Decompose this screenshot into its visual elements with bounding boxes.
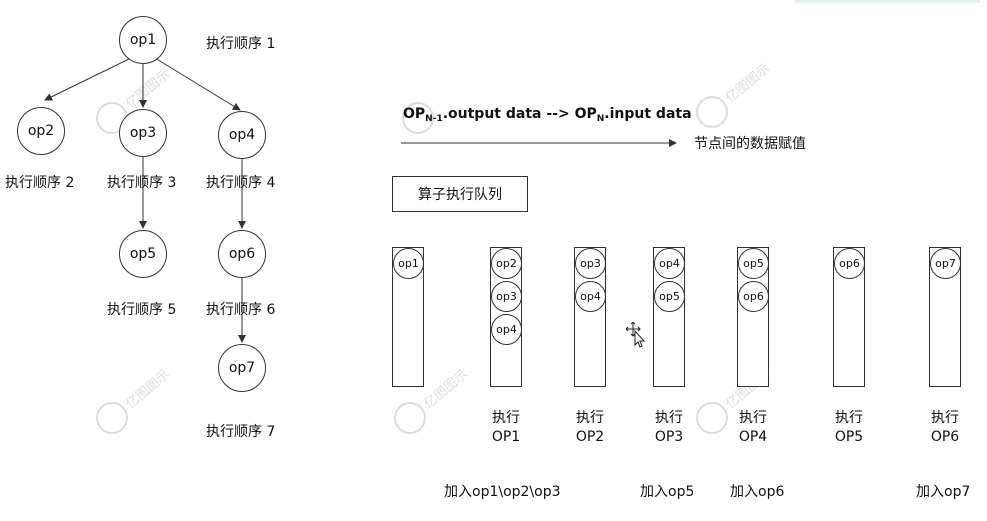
queue-item: op6 bbox=[834, 248, 865, 279]
exec-verb: 执行 bbox=[655, 410, 683, 426]
order-label-5: 执行顺序 5 bbox=[107, 302, 177, 318]
exec-op: OP6 bbox=[930, 429, 960, 445]
exec-label-op2: 执行 OP2 bbox=[560, 409, 620, 447]
tree-node-op3: op3 bbox=[119, 109, 167, 157]
watermark-logo: 亿图图示 bbox=[96, 367, 173, 434]
svg-text:亿图图示: 亿图图示 bbox=[123, 67, 172, 112]
flow-arrow-label: 节点间的数据赋值 bbox=[694, 136, 806, 152]
queue-item: op2 bbox=[491, 248, 522, 279]
queue-item: op6 bbox=[738, 281, 769, 312]
exec-verb: 执行 bbox=[931, 410, 959, 426]
exec-op: OP1 bbox=[491, 429, 521, 445]
move-cursor-icon bbox=[626, 322, 646, 348]
queue-column-4: op4 op5 bbox=[653, 247, 685, 387]
flow-right-sub: N bbox=[596, 114, 605, 124]
exec-op: OP3 bbox=[654, 429, 684, 445]
exec-op: OP5 bbox=[834, 429, 864, 445]
tree-node-op2: op2 bbox=[17, 107, 65, 155]
edge-op1-op2 bbox=[44, 57, 132, 101]
watermark-logo: 亿图图示 bbox=[696, 61, 773, 128]
exec-verb: 执行 bbox=[739, 410, 767, 426]
exec-label-op3: 执行 OP3 bbox=[639, 409, 699, 447]
svg-text:亿图图示: 亿图图示 bbox=[723, 61, 772, 106]
tree-node-op5: op5 bbox=[119, 230, 167, 278]
add-caption-4: 加入op7 bbox=[916, 484, 971, 500]
tree-node-op4: op4 bbox=[218, 111, 266, 159]
edge-op1-op4 bbox=[154, 57, 241, 111]
queue-title-box: 算子执行队列 bbox=[392, 176, 528, 212]
exec-verb: 执行 bbox=[835, 410, 863, 426]
queue-column-1: op1 bbox=[392, 247, 424, 387]
add-caption-1: 加入op1\op2\op3 bbox=[444, 484, 561, 500]
queue-item: op5 bbox=[738, 248, 769, 279]
svg-text:亿图图示: 亿图图示 bbox=[123, 367, 172, 412]
queue-item: op5 bbox=[654, 281, 685, 312]
exec-op: OP2 bbox=[575, 429, 605, 445]
order-label-1: 执行顺序 1 bbox=[206, 36, 276, 52]
queue-title: 算子执行队列 bbox=[418, 187, 502, 203]
queue-column-5: op5 op6 bbox=[737, 247, 769, 387]
data-flow-formula: OPN-1.output data --> OPN.input data bbox=[403, 106, 692, 124]
flow-left-sub: N-1 bbox=[425, 114, 443, 124]
order-label-2: 执行顺序 2 bbox=[5, 175, 75, 191]
exec-op: OP4 bbox=[738, 429, 768, 445]
exec-verb: 执行 bbox=[576, 410, 604, 426]
tree-node-op6: op6 bbox=[218, 230, 266, 278]
exec-label-op4: 执行 OP4 bbox=[723, 409, 783, 447]
order-label-7: 执行顺序 7 bbox=[206, 424, 276, 440]
flow-left-op: OP bbox=[403, 106, 426, 122]
queue-column-7: op7 bbox=[929, 247, 961, 387]
add-caption-3: 加入op6 bbox=[730, 484, 785, 500]
queue-column-2: op2 op3 op4 bbox=[490, 247, 522, 387]
exec-label-op1: 执行 OP1 bbox=[476, 409, 536, 447]
top-accent-bar bbox=[795, 0, 980, 3]
add-caption-2: 加入op5 bbox=[640, 484, 695, 500]
order-label-4: 执行顺序 4 bbox=[206, 175, 276, 191]
queue-column-6: op6 bbox=[833, 247, 865, 387]
svg-text:亿图图示: 亿图图示 bbox=[421, 367, 470, 412]
exec-label-op6: 执行 OP6 bbox=[915, 409, 975, 447]
queue-item: op7 bbox=[930, 248, 961, 279]
flow-right-text: .input data bbox=[604, 106, 692, 122]
order-label-3: 执行顺序 3 bbox=[107, 175, 177, 191]
queue-item: op4 bbox=[654, 248, 685, 279]
queue-column-3: op3 op4 bbox=[574, 247, 606, 387]
tree-node-op1: op1 bbox=[119, 16, 167, 64]
queue-item: op1 bbox=[393, 248, 424, 279]
exec-label-op5: 执行 OP5 bbox=[819, 409, 879, 447]
tree-node-op7: op7 bbox=[218, 344, 266, 392]
flow-left-text: .output data --> bbox=[442, 106, 570, 122]
order-label-6: 执行顺序 6 bbox=[206, 302, 276, 318]
queue-item: op4 bbox=[491, 314, 522, 345]
exec-verb: 执行 bbox=[492, 410, 520, 426]
watermark-logo bbox=[402, 102, 434, 134]
queue-item: op3 bbox=[575, 248, 606, 279]
flow-right-op: OP bbox=[574, 106, 597, 122]
queue-item: op4 bbox=[575, 281, 606, 312]
queue-item: op3 bbox=[491, 281, 522, 312]
